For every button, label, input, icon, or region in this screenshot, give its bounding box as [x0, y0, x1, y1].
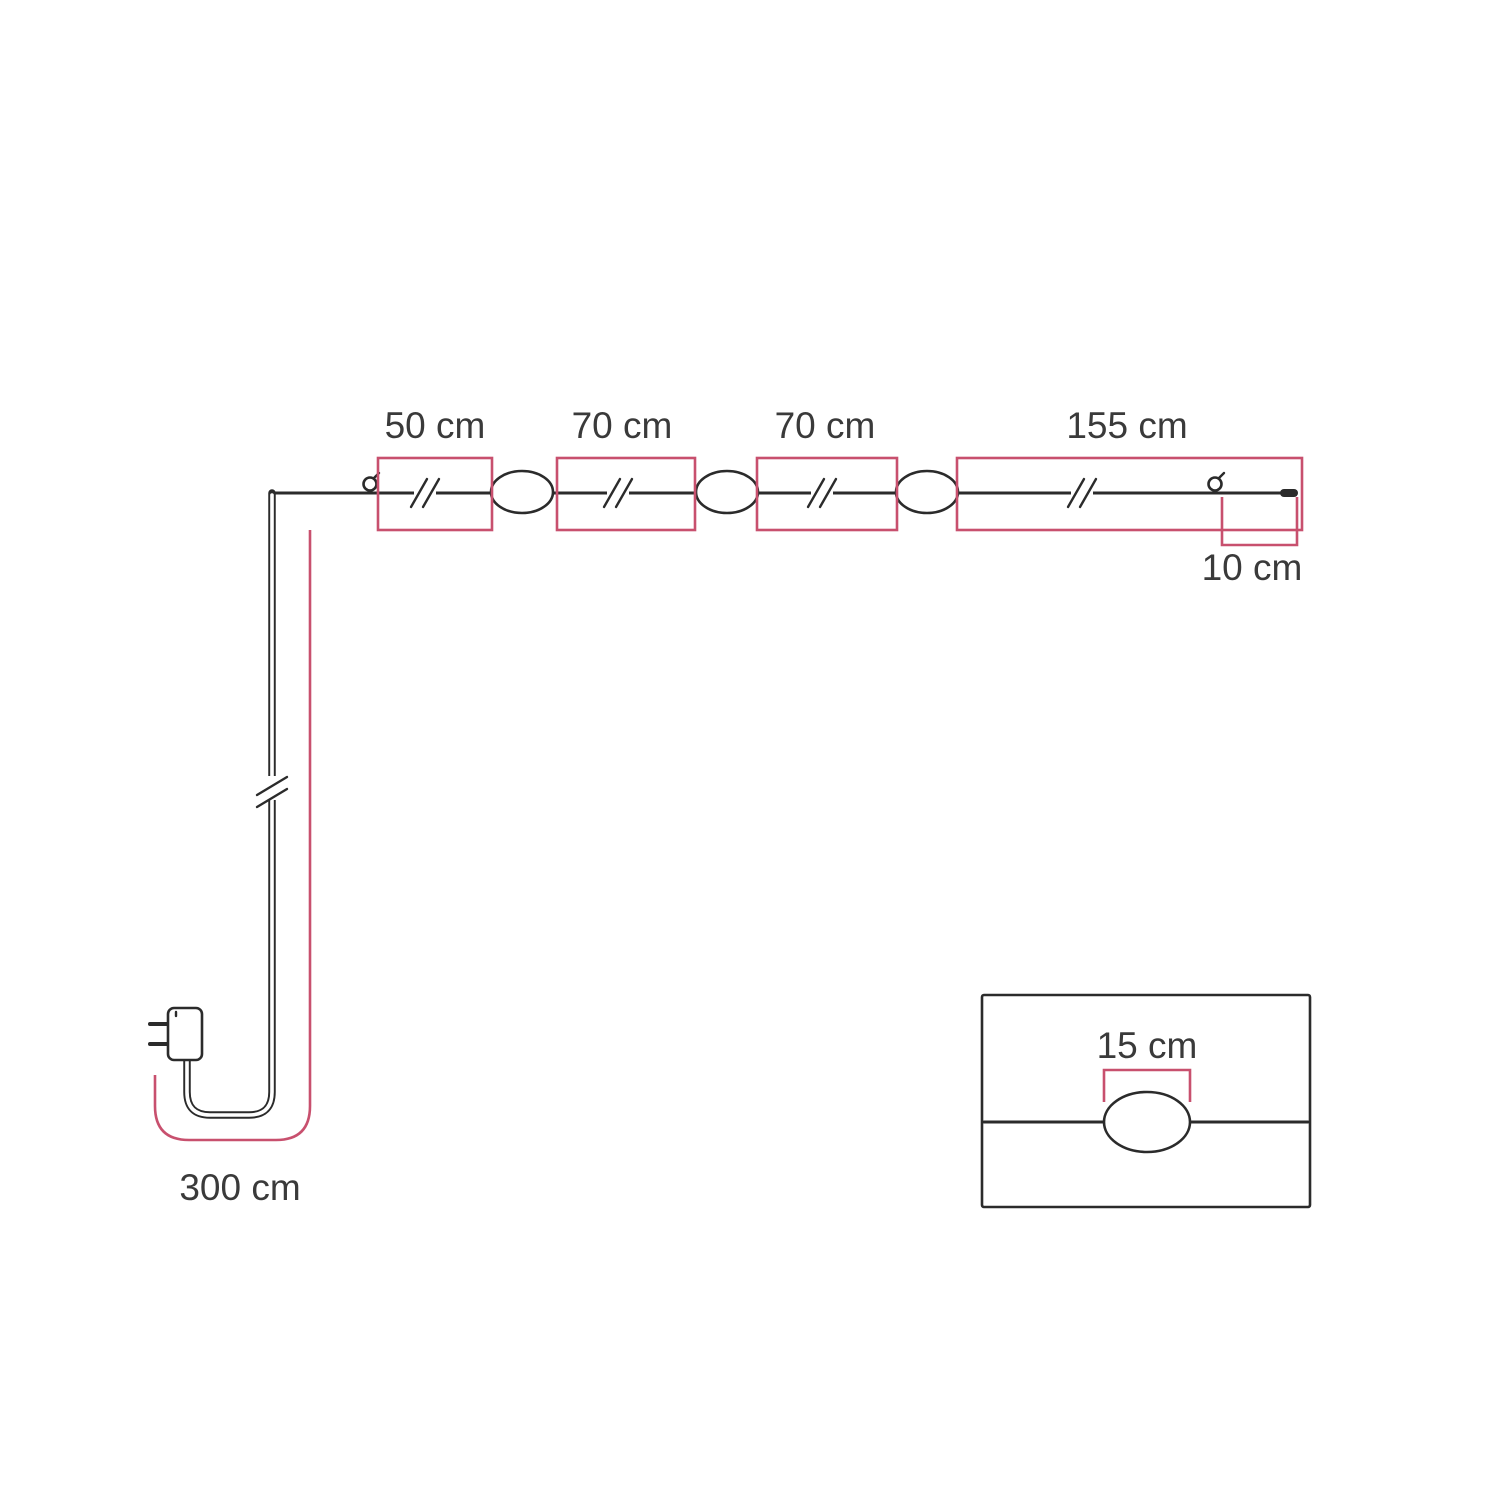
dimension-box-70cm-a [555, 456, 697, 532]
label-end-offset: 10 cm [1202, 547, 1303, 588]
label-seg3: 70 cm [775, 405, 876, 446]
dimension-box-70cm-b [755, 456, 899, 532]
screw-hook-left [362, 471, 381, 492]
break-mark [602, 477, 634, 509]
lamp-oval-1 [489, 469, 555, 515]
label-lamp-size: 15 cm [1097, 1025, 1198, 1066]
dimension-box-50cm [376, 456, 494, 532]
lamp-oval-2 [694, 469, 760, 515]
power-cable-inner [185, 493, 274, 1117]
break-mark-vertical [255, 775, 289, 809]
break-mark [409, 477, 441, 509]
lamp-oval-3 [894, 469, 960, 515]
dimension-bracket-10cm [1220, 497, 1299, 547]
dimension-box-155cm [955, 456, 1304, 532]
label-seg4: 155 cm [1066, 405, 1187, 446]
screw-hook-right [1207, 471, 1226, 492]
label-seg1: 50 cm [385, 405, 486, 446]
label-power-cord: 300 cm [179, 1167, 300, 1208]
detail-lamp-oval [1102, 1090, 1192, 1154]
dimension-bracket-15cm [1102, 1068, 1192, 1102]
dimension-path-300cm [153, 530, 312, 1142]
plug-icon [148, 1006, 204, 1062]
label-seg2: 70 cm [572, 405, 673, 446]
break-mark [1066, 477, 1098, 509]
break-mark [806, 477, 838, 509]
detail-inset: 15 cm [980, 993, 1312, 1209]
